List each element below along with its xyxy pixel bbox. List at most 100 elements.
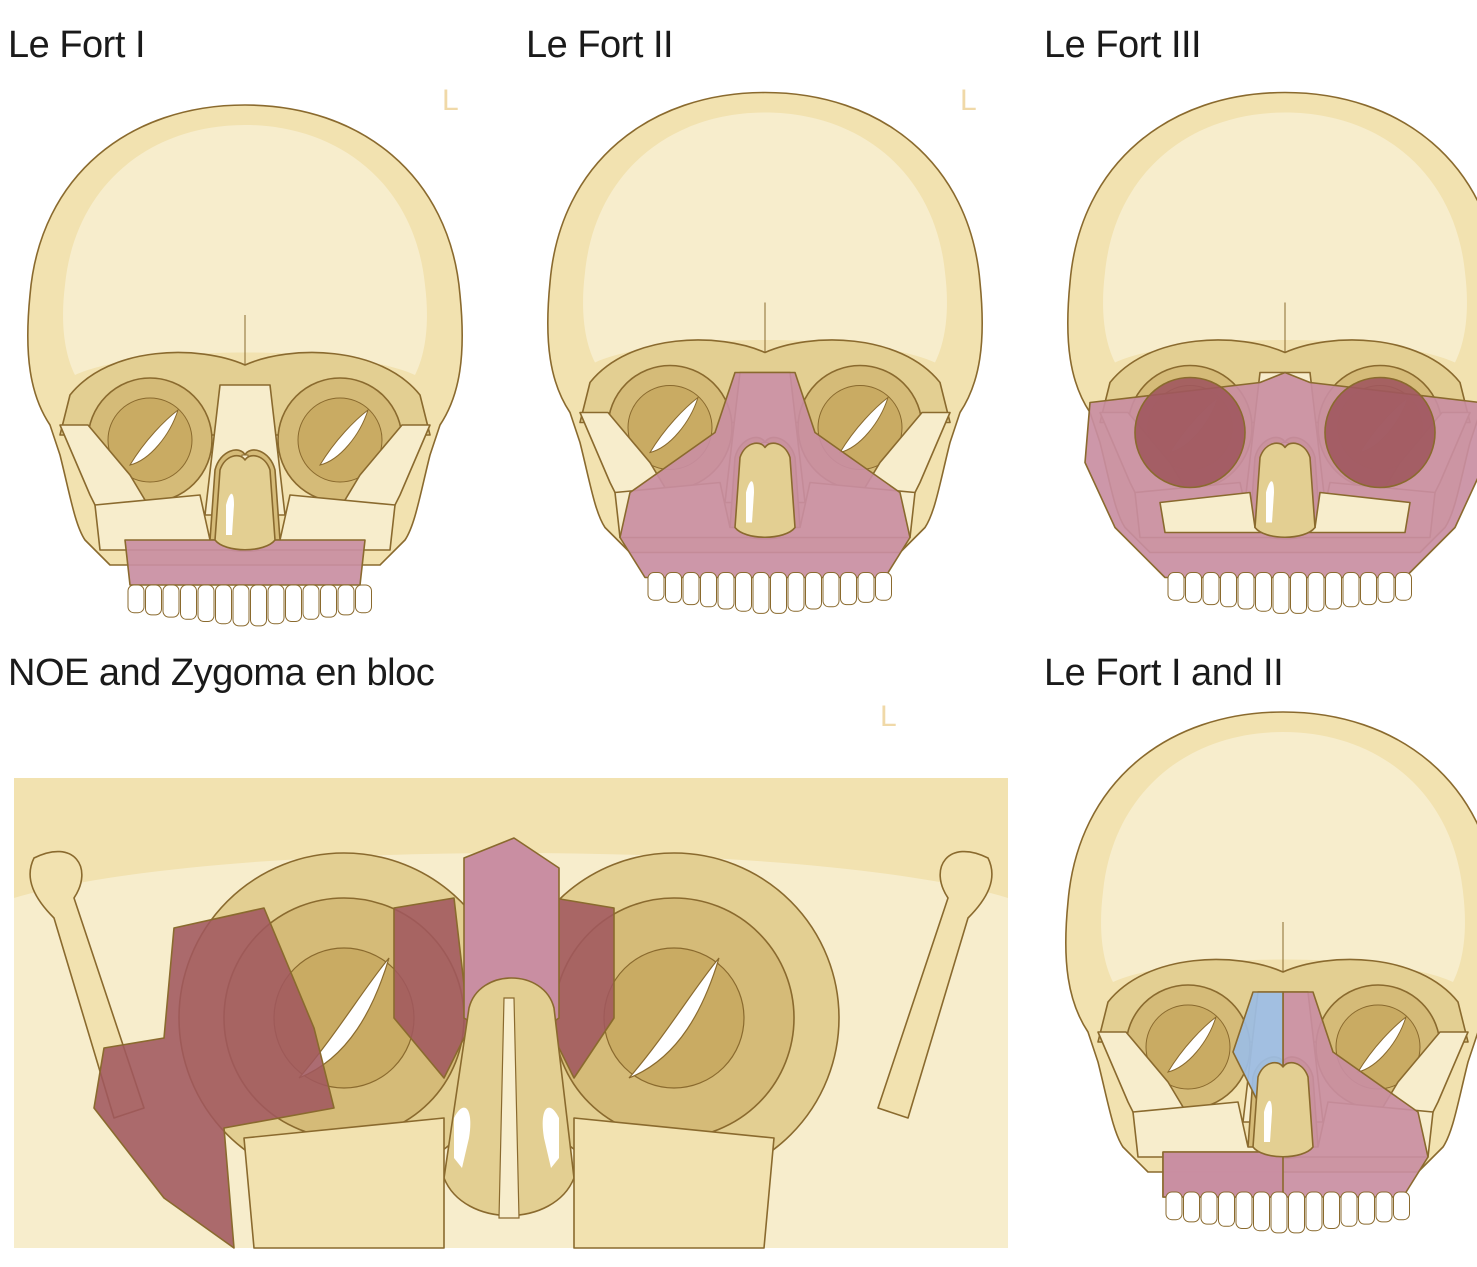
tooth (735, 572, 752, 612)
panel-title: Le Fort I and II (1044, 652, 1284, 694)
tooth (1358, 1191, 1375, 1225)
skull-le-fort-ii-icon (546, 91, 984, 614)
tooth (1202, 572, 1220, 606)
nose-cavity (1252, 1061, 1314, 1158)
skull-le-fort-i-icon (26, 104, 464, 627)
nasal-highlight-right (542, 1107, 559, 1168)
tooth (1237, 572, 1255, 610)
side-marker: L (960, 84, 977, 117)
orbital-fissure (628, 957, 720, 1079)
nose-cavity (214, 454, 276, 551)
orbital-fissure (1356, 1015, 1407, 1073)
tooth (1342, 572, 1360, 608)
nasal-highlight (1264, 1100, 1272, 1142)
tooth (180, 584, 197, 620)
teeth-row (127, 584, 372, 627)
side-marker: L (442, 84, 459, 117)
tooth (1235, 1191, 1253, 1229)
panel-title: NOE and Zygoma en bloc (8, 652, 435, 694)
tooth (1395, 572, 1412, 601)
tooth (1220, 572, 1237, 608)
tooth (857, 572, 875, 603)
tooth (1377, 572, 1395, 603)
tooth (770, 572, 787, 614)
nose-cavity (1254, 442, 1316, 538)
orbital-fissure (318, 408, 369, 466)
tooth (1290, 572, 1307, 614)
tooth (1272, 572, 1290, 614)
tooth (355, 584, 372, 614)
tooth (1165, 1191, 1183, 1221)
left-maxilla (243, 1117, 445, 1249)
tooth (717, 572, 735, 610)
midface-closeup-icon (14, 778, 1008, 1249)
forehead-highlight (1101, 732, 1465, 982)
maxilla-front (1159, 491, 1411, 534)
orbit-depth (603, 947, 745, 1089)
tooth (805, 572, 822, 610)
nasal-highlight (746, 481, 754, 523)
side-marker: L (880, 700, 897, 733)
tooth (1255, 572, 1272, 612)
nasal-highlight-left (454, 1107, 471, 1168)
tooth (752, 572, 770, 614)
teeth-row (1167, 572, 1412, 614)
forehead-highlight (63, 125, 427, 375)
nasal-highlight (1266, 481, 1274, 523)
forehead-highlight (583, 112, 947, 363)
forehead-highlight (1103, 112, 1467, 363)
panel-title: Le Fort III (1044, 24, 1202, 66)
orbital-fissure (838, 396, 889, 454)
panel-le-fort-i: Le Fort I L (0, 0, 500, 640)
tooth (127, 584, 145, 614)
upper-bone (14, 778, 1008, 898)
tooth (787, 572, 805, 612)
tooth (647, 572, 665, 601)
tooth (302, 584, 320, 620)
tooth (320, 584, 337, 618)
right-maxilla (573, 1117, 775, 1249)
skull-le-fort-i-and-ii-icon (1064, 711, 1477, 1234)
nasal-highlight (226, 493, 234, 535)
tooth (1167, 572, 1185, 601)
left-zygoma-fracture (93, 907, 335, 1249)
left-medial-fracture (393, 897, 470, 1079)
tooth (1325, 572, 1342, 610)
skull-le-fort-iii-icon (1066, 91, 1477, 614)
left-orbit-fracture (1134, 376, 1246, 489)
tooth (1323, 1191, 1340, 1229)
le-fort-i-fracture-left (1162, 1151, 1284, 1198)
tooth (840, 572, 857, 606)
tooth (1307, 572, 1325, 612)
panel-title: Le Fort I (8, 24, 146, 66)
tooth (1393, 1191, 1410, 1221)
right-temporal-process (877, 850, 993, 1119)
tooth (215, 584, 232, 625)
tooth (267, 584, 285, 625)
tooth (682, 572, 700, 606)
tooth (822, 572, 840, 608)
nasal-septum (498, 997, 520, 1219)
tooth (1288, 1191, 1305, 1234)
right-orbit-fracture (1324, 376, 1436, 489)
tooth (700, 572, 717, 608)
nose-cavity (734, 442, 796, 538)
tooth (1200, 1191, 1218, 1225)
panel-noe-zygoma: NOE and Zygoma en bloc L (0, 640, 1020, 1267)
tooth (232, 584, 250, 627)
tooth (1270, 1191, 1288, 1234)
tooth (1185, 572, 1202, 603)
panel-title: Le Fort II (526, 24, 674, 66)
orbital-fissure (128, 408, 179, 466)
panel-le-fort-iii: Le Fort III (1040, 0, 1477, 640)
tooth (875, 572, 892, 601)
panel-le-fort-i-and-ii: Le Fort I and II (1040, 640, 1477, 1267)
tooth (337, 584, 355, 616)
tooth (1218, 1191, 1235, 1227)
tooth (197, 584, 215, 622)
teeth-row (1165, 1191, 1410, 1234)
orbital-fissure (648, 396, 699, 454)
tooth (1360, 572, 1377, 606)
tooth (665, 572, 682, 603)
tooth (145, 584, 162, 616)
